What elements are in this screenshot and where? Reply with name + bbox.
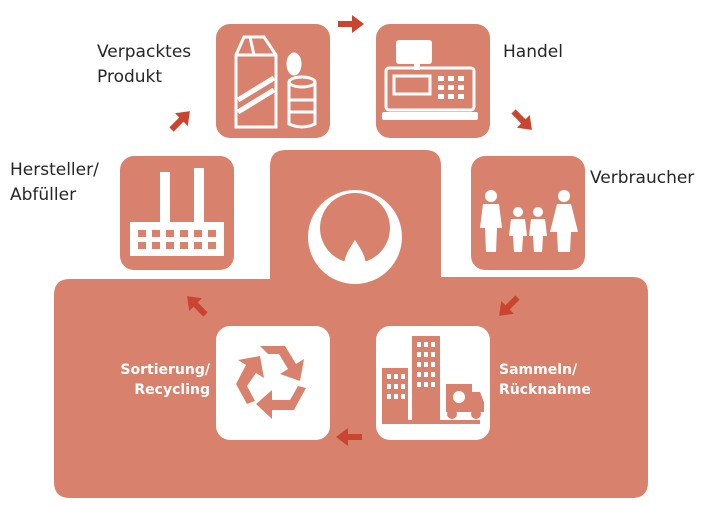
city-truck-icon xyxy=(382,336,484,424)
verpacktes-produkt-box xyxy=(216,24,330,138)
arrow-down-right-icon xyxy=(511,109,532,130)
family-icon xyxy=(480,190,578,252)
label-sammeln: Sammeln/ Rücknahme xyxy=(499,362,591,398)
label-handel: Handel xyxy=(503,42,563,62)
label-sortierung: Sortierung/ Recycling xyxy=(120,362,210,398)
sammeln-box xyxy=(376,326,490,440)
main-shape xyxy=(54,150,648,498)
sortierung-box xyxy=(216,326,330,440)
arrow-up-left-icon xyxy=(187,296,208,317)
verbraucher-box xyxy=(471,156,585,270)
label-verpacktes-produkt: Verpacktes Produkt xyxy=(97,42,192,87)
drop-logo-icon xyxy=(308,190,402,284)
arrow-right-icon xyxy=(338,15,364,33)
arrow-up-right-icon xyxy=(169,111,190,132)
factory-icon xyxy=(130,168,224,256)
label-hersteller: Hersteller/ Abfüller xyxy=(10,160,99,205)
arrow-left-icon xyxy=(336,428,362,446)
recycling-icon xyxy=(236,346,306,419)
flow-arrows xyxy=(169,15,532,446)
hersteller-box xyxy=(120,156,234,270)
label-verbraucher: Verbraucher xyxy=(590,168,695,188)
cash-register-icon xyxy=(382,40,478,120)
handel-box xyxy=(376,24,490,138)
carton-and-can-icon xyxy=(234,35,317,129)
arrow-down-left-icon xyxy=(499,295,520,316)
